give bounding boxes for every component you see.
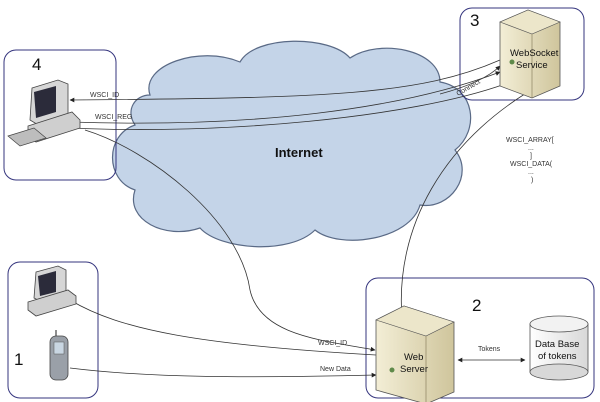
web-server-line2: Server [400, 364, 428, 375]
label-wsci-data: WSCI_DATA( [510, 161, 553, 168]
group-box-2 [365, 277, 595, 399]
internet-label: Internet [275, 145, 323, 160]
label-data-close: ) [531, 177, 533, 184]
group-number-4: 4 [32, 55, 41, 74]
group-box-1 [7, 261, 99, 399]
group-number-1: 1 [14, 350, 23, 369]
connector-return [71, 83, 506, 130]
group-number-3: 3 [470, 11, 479, 30]
websocket-service-line1: WebSocket [510, 48, 559, 59]
label-wsci-id-top: WSCI_ID [90, 92, 119, 99]
database-cylinder [529, 315, 589, 381]
database-line2: of tokens [538, 351, 577, 362]
label-new-data: New Data [320, 366, 351, 373]
group-box-4 [3, 49, 117, 181]
label-wsci-array: WSCI_ARRAY[ [506, 137, 554, 144]
connector-new-data [69, 367, 377, 378]
connector-wsci-id-bottom [84, 129, 376, 352]
websocket-service-line2: Service [516, 60, 548, 71]
group-box-3 [459, 7, 585, 101]
label-array-close: ] [530, 153, 532, 160]
label-data-dots: ... [528, 169, 534, 176]
connector-server-to-websocket [400, 81, 546, 319]
web-server-line1: Web [404, 352, 423, 363]
group-number-2: 2 [472, 296, 481, 315]
label-wsci-reg: WSCI_REG [95, 114, 132, 121]
connector-wsci-id-top [69, 59, 501, 103]
label-wsci-id-bottom: WSCI_ID [318, 340, 347, 347]
label-tokens: Tokens [478, 346, 501, 353]
mobile-phone-icon [49, 330, 69, 381]
label-array-dots: ... [528, 145, 534, 152]
desktop-computer-4 [7, 79, 81, 147]
connector-connect [439, 65, 501, 95]
web-server [375, 305, 455, 402]
client-computer-1 [27, 265, 77, 317]
connector-wsci-reg [69, 71, 501, 124]
internet-cloud [112, 40, 472, 248]
database-line1: Data Base [535, 339, 579, 350]
connector-device-to-server [69, 299, 377, 356]
websocket-server [499, 9, 561, 99]
